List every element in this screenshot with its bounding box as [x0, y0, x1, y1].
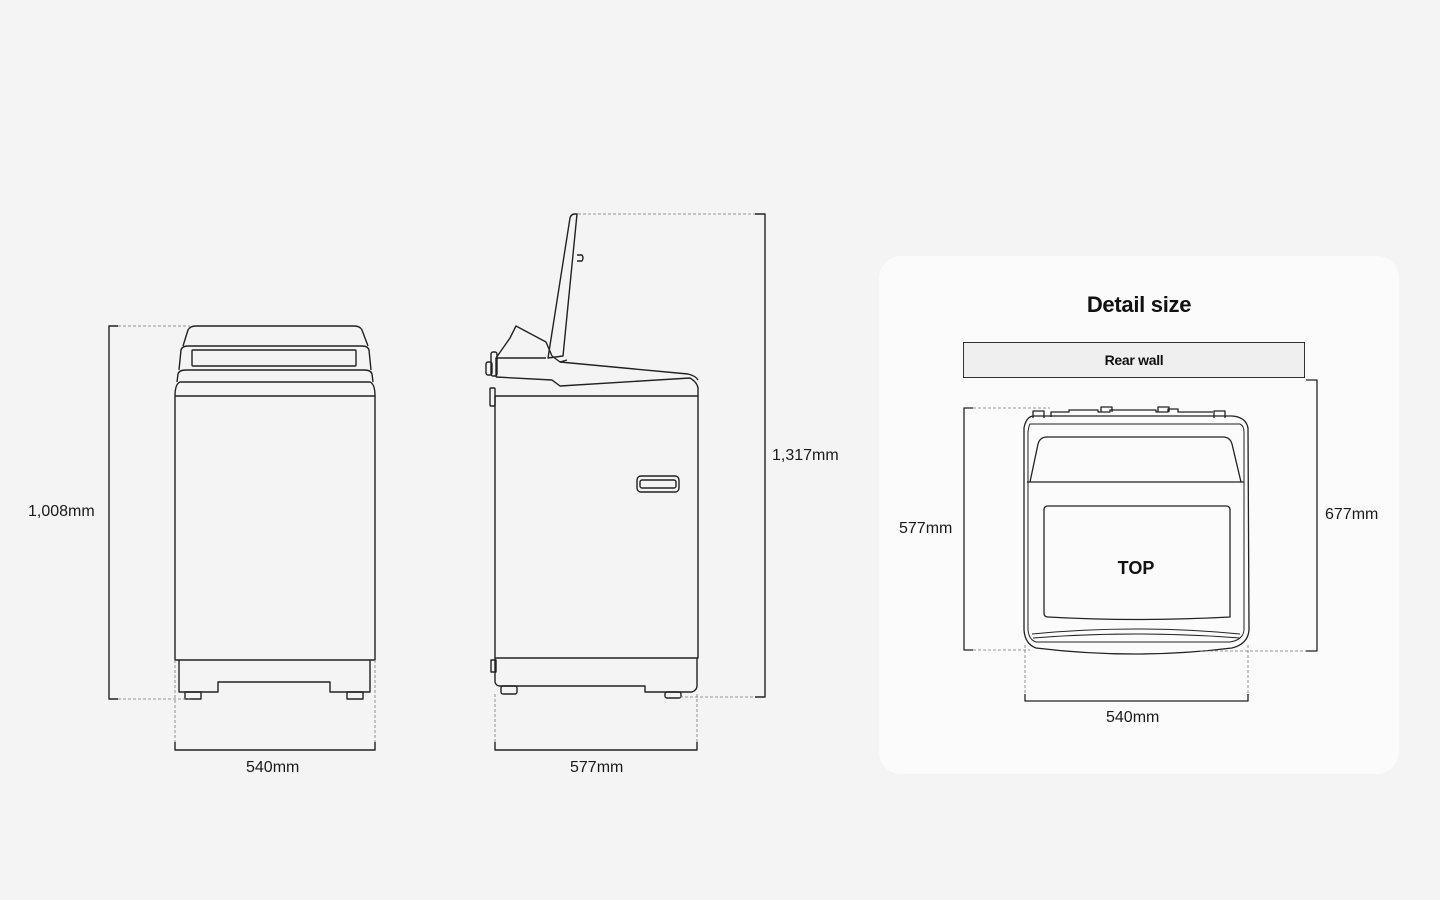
detail-clearance-label: 677mm — [1325, 506, 1379, 523]
front-height-label: 1,008mm — [28, 503, 95, 520]
top-view-washer-icon — [1023, 406, 1250, 655]
side-depth-dimension — [494, 694, 698, 751]
card-title: Detail size — [1086, 292, 1192, 317]
front-width-dimension — [174, 660, 376, 751]
detail-width-dimension — [1024, 645, 1249, 702]
detail-depth-dimension — [963, 407, 1050, 651]
front-width-label: 540mm — [246, 759, 300, 776]
top-label: TOP — [1117, 558, 1155, 578]
front-height-dimension — [108, 325, 190, 700]
front-view-washer-icon — [174, 325, 376, 700]
rear-wall-box: Rear wall — [963, 342, 1305, 378]
side-view-washer-icon — [485, 213, 699, 699]
side-depth-label: 577mm — [570, 759, 624, 776]
side-height-dimension — [578, 213, 766, 698]
detail-width-label: 540mm — [1106, 709, 1160, 726]
detail-depth-label: 577mm — [899, 520, 953, 537]
detail-size-card: Detail size Rear wall — [879, 256, 1399, 774]
detail-clearance-dimension — [1200, 379, 1318, 652]
side-height-label: 1,317mm — [772, 447, 839, 464]
